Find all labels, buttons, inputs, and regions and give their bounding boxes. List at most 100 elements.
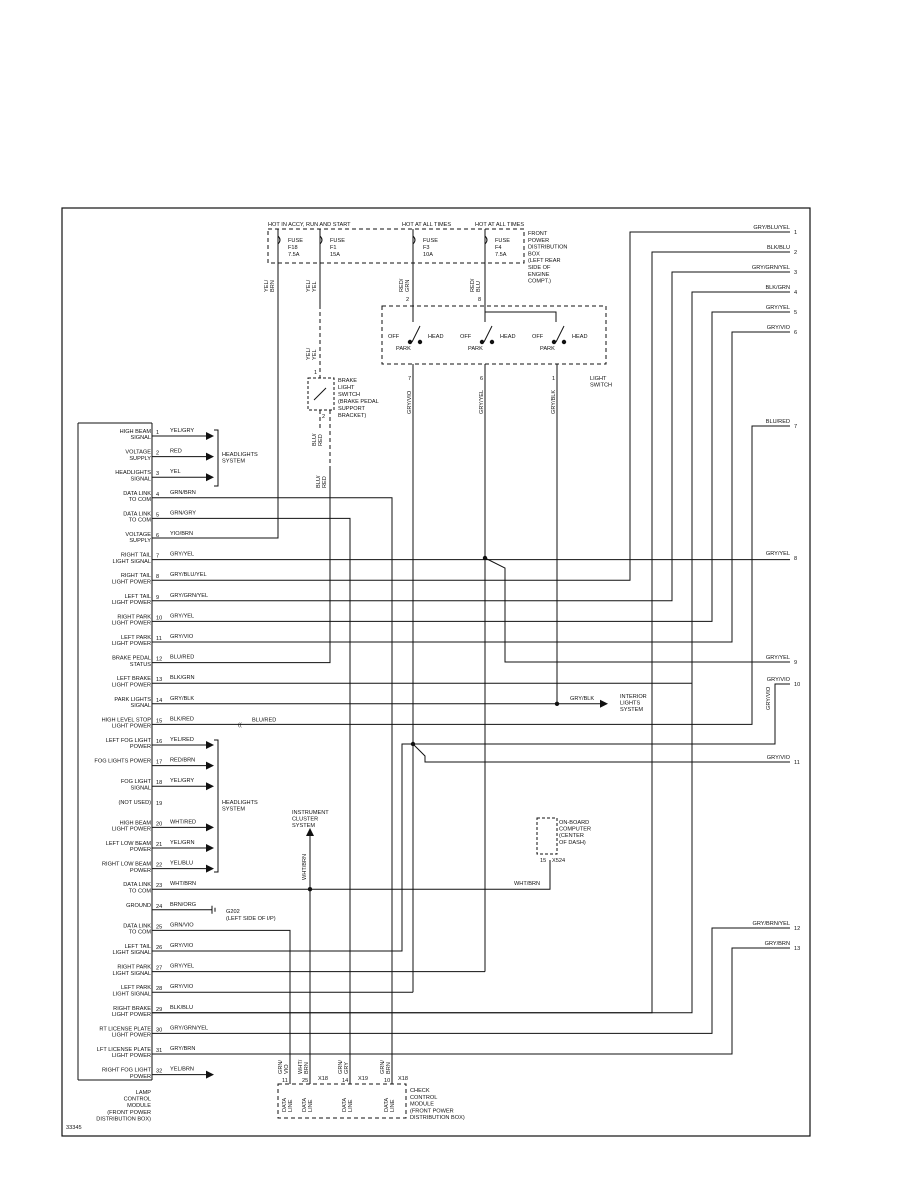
module-pin-wire-color: WHT/RED [170,819,196,825]
right-output-color: BLU/RED [766,419,790,425]
module-pin-number: 2 [156,451,159,457]
wire-gry-yel-9 [484,557,790,663]
module-pin-number: 16 [156,739,162,745]
right-output-color: GRY/BRN/YEL [752,921,790,927]
module-pin-wire-color: YEL/BRN [170,1067,194,1073]
module-pin-wire-color: YEL/BLU [170,861,193,867]
module-pin-wire-color: GRY/GRN/YEL [170,593,208,599]
wire-data-link-5 [152,517,351,1084]
switch-position-park: PARK [540,346,555,352]
module-pin-number: 14 [156,698,162,704]
brake-switch-box [307,377,335,411]
right-output-color: GRY/VIO [767,325,791,331]
module-pin-wire-color: GRY/YEL [170,552,194,558]
switch-position-head: HEAD [572,334,588,340]
switch-terminal [561,339,567,345]
arrow-icon [206,473,214,482]
wire-color-label: YEL/ [264,279,270,292]
brake-switch-label: LIGHT [338,385,355,391]
ccm-pin-label: DATA [342,1098,348,1112]
module-pin-label: HEADLIGHTS [115,470,151,476]
module-pin-number: 26 [156,945,162,951]
wire-data-link-25 [152,929,291,1084]
obc-box [536,817,558,855]
module-pin-wire-color: RED/BRN [170,758,195,764]
ccm-pin: 14 [342,1078,348,1084]
fuse-icon [319,235,323,245]
right-output-bus [152,251,790,1014]
module-pin-number: 29 [156,1007,162,1013]
module-pin-number: 4 [156,492,159,498]
right-output-number: 8 [794,556,797,562]
module-pin-label: HIGH LEVEL STOP [102,717,152,723]
module-pin-label: TO COM [129,497,152,503]
ground-icon [211,905,216,914]
module-pin-wire-color: YEL/GRY [170,778,194,784]
module-pin-label: DATA LINK [123,511,151,517]
connector-symbol: (( [238,722,242,728]
module-pin-label: LEFT FOG LIGHT [106,738,152,744]
module-pin-number: 30 [156,1027,162,1033]
ccm-connector: X18 [398,1076,408,1082]
module-pin-label: LIGHT POWER [112,1053,151,1059]
module-pin-number: 10 [156,615,162,621]
light-switch-pin: 8 [478,297,481,303]
module-pin-label: LIGHT POWER [112,1012,151,1018]
right-output-number: 9 [794,660,797,666]
ccm-label: CONTROL [410,1095,437,1101]
module-pin-number: 25 [156,924,162,930]
arrow-icon [206,1070,214,1079]
instrument-cluster-label: CLUSTER [292,817,318,823]
module-pin-number: 17 [156,760,162,766]
ccm-pin-label: DATA [302,1098,308,1112]
switch-terminal [407,339,413,345]
switch-contact-icon [483,325,493,343]
fuse-rating: 7.5A [288,252,300,258]
ccm-label: (FRONT POWER [410,1108,454,1114]
right-output-number: 7 [794,424,797,430]
wire-color-label: WHT/BRN [514,881,540,887]
fuse-box-label: DISTRIBUTION [528,245,567,251]
module-pin-label: LEFT LOW BEAM [106,841,152,847]
ccm-label: CHECK [410,1088,430,1094]
ccm-wire-color: GRY [344,1062,350,1074]
right-output-bus [152,231,790,581]
wire-color-label: BLU/ [312,433,318,446]
ccm-pin: 11 [282,1078,288,1084]
right-output-color: GRY/BLU/YEL [753,225,790,231]
arrow-icon [206,823,214,832]
wire-gry-vio-10 [413,683,790,745]
right-output-color: GRY/GRN/YEL [752,265,790,271]
module-pin-label: RT LICENSE PLATE [99,1026,151,1032]
module-pin-label: SIGNAL [130,703,151,709]
module-pin-wire-color: GRY/VIO [170,634,194,640]
ccm-wire-color: GRN/ [278,1060,284,1074]
wire-color-label: YEL/ [306,279,312,292]
module-pin-label: POWER [130,1074,151,1080]
right-output-color: GRY/YEL [766,305,790,311]
obc-label: (CENTER [559,833,584,839]
module-pin-label: PARK LIGHTS [114,697,151,703]
module-pin-number: 15 [156,718,162,724]
wire-left-tail-signal [152,743,413,952]
right-output-number: 11 [794,760,800,766]
ccm-label: MODULE [410,1102,434,1108]
switch-terminal [551,339,557,345]
check-control-module-box [277,1083,407,1119]
right-output-color: GRY/YEL [766,551,790,557]
module-pin-wire-color: GRN/BRN [170,490,196,496]
fuse-icon [412,235,416,245]
module-pin-label: SIGNAL [130,476,151,482]
switch-position-off: OFF [532,334,544,340]
ccm-pin-label: LINE [390,1099,396,1112]
fuse-rating: 15A [330,252,340,258]
fuse-label: FUSE [330,238,345,244]
wire-color-label: BRN [270,280,276,292]
module-pin-wire-color: GRN/VIO [170,922,194,928]
wire-color-label: WHT/BRN [302,854,308,880]
module-pin-label: FOG LIGHTS POWER [94,759,151,765]
ccm-wire-color: BRN [386,1062,392,1074]
module-pin-wire-color: BLU/RED [170,655,194,661]
module-pin-label: STATUS [130,662,152,668]
module-pin-label: LEFT BRAKE [117,676,151,682]
